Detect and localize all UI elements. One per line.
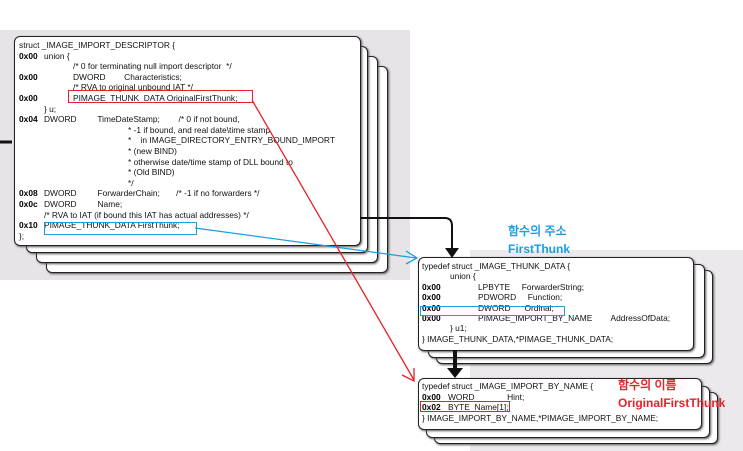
name-highlight — [420, 401, 510, 412]
first-thunk-connector — [194, 227, 417, 259]
offset: 0x00 — [19, 50, 38, 61]
descriptor-line: } u; — [44, 103, 57, 114]
import-by-name-card — [418, 378, 702, 430]
byname-line: WORD Hint; — [448, 391, 525, 402]
thunk-line: DWORD Ordinal; — [478, 302, 554, 313]
red-arrowhead — [401, 368, 415, 383]
ordinal-highlight — [420, 306, 565, 316]
descriptor-line: /* RVA to original unbound IAT */ — [73, 82, 193, 93]
thunk-line: LPBYTE ForwarderString; — [478, 281, 585, 292]
offset: 0x00 — [422, 391, 441, 402]
offset: 0x0c — [19, 199, 38, 209]
blue-arrowhead — [405, 250, 419, 265]
descriptor-line: DWORD Name; — [44, 199, 123, 209]
descriptor-line: PIMAGE_THUNK_DATA FirstThunk; — [44, 220, 180, 231]
offset: 0x10 — [19, 220, 38, 231]
original-first-thunk-connector — [251, 99, 415, 381]
descriptor-line: * otherwise date/time stamp of DLL bound… — [128, 156, 293, 167]
thunk-data-card — [418, 257, 694, 351]
descriptor-line: * (Old BIND) — [128, 167, 175, 178]
offset: 0x00 — [422, 281, 441, 292]
byname-line: BYTE Name[1]; — [448, 402, 509, 412]
byname-line: } IMAGE_IMPORT_BY_NAME,*PIMAGE_IMPORT_BY… — [422, 412, 659, 423]
first-thunk-label: FirstThunk — [508, 242, 570, 256]
offset: 0x00 — [19, 93, 38, 103]
thunk-title: typedef struct _IMAGE_THUNK_DATA { — [422, 261, 571, 271]
offset: 0x00 — [422, 292, 441, 303]
original-first-thunk-label-kr: 함수의 이름 — [618, 378, 677, 392]
first-thunk-label-kr: 함수의 주소 — [508, 224, 567, 238]
descriptor-line: * (new BIND) — [128, 146, 177, 156]
original-first-thunk-highlight — [68, 90, 253, 103]
descriptor-line: DWORD ForwarderChain; /* -1 if no forwar… — [44, 188, 260, 199]
offset: 0x00 — [422, 302, 441, 313]
descriptor-card — [14, 36, 361, 246]
descriptor-line: * -1 if bound, and real date\time stamp — [128, 124, 270, 135]
descriptor-title: struct _IMAGE_IMPORT_DESCRIPTOR { — [19, 40, 176, 50]
offset: 0x02 — [422, 402, 441, 412]
original-first-thunk-label: OriginalFirstThunk — [618, 396, 726, 410]
descriptor-line: union { — [44, 50, 70, 61]
thunk-line: } IMAGE_THUNK_DATA,*PIMAGE_THUNK_DATA; — [422, 333, 614, 344]
descriptor-to-thunk-arrow — [360, 217, 453, 250]
descriptor-line: /* 0 for terminating null import descrip… — [73, 61, 232, 72]
offset: 0x00 — [422, 313, 441, 323]
descriptor-line: DWORD TimeDateStamp; /* 0 if not bound, — [44, 114, 240, 125]
arrowhead — [447, 368, 463, 378]
descriptor-line: PIMAGE_THUNK_DATA OriginalFirstThunk; — [73, 93, 238, 103]
descriptor-line: /* RVA to IAT (if bound this IAT has act… — [44, 209, 249, 220]
thunk-line: PIMAGE_IMPORT_BY_NAME AddressOfData; — [478, 313, 671, 323]
arrowhead — [445, 248, 459, 258]
descriptor-line: }; — [19, 230, 25, 241]
thunk-line: union { — [450, 271, 476, 282]
descriptor-line: DWORD Characteristics; — [73, 71, 182, 82]
offset: 0x08 — [19, 188, 38, 199]
descriptor-line: * in IMAGE_DIRECTORY_ENTRY_BOUND_IMPORT — [128, 135, 335, 146]
descriptor-line: */ — [128, 177, 134, 188]
offset: 0x00 — [19, 71, 38, 82]
thunk-line: } u1; — [450, 323, 467, 334]
thunk-line: PDWORD Function; — [478, 292, 563, 303]
byname-title: typedef struct _IMAGE_IMPORT_BY_NAME { — [422, 381, 594, 391]
offset: 0x04 — [19, 114, 38, 125]
